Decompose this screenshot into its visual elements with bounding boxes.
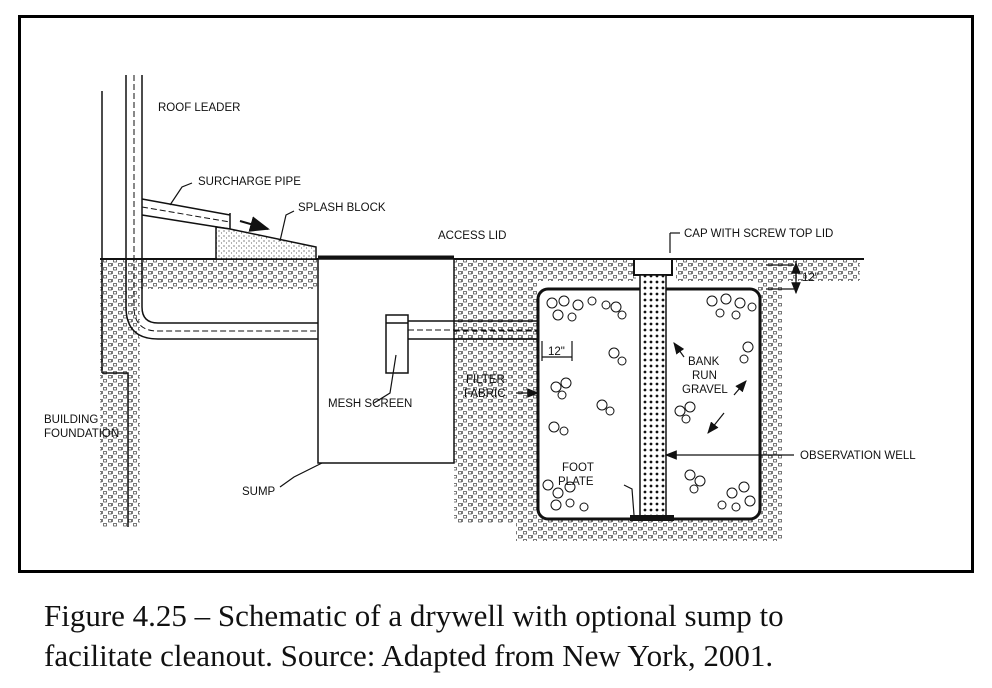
splash-arrow	[239, 216, 270, 232]
building-wall	[101, 91, 129, 527]
label-run: RUN	[692, 370, 717, 382]
gravel-stones	[542, 293, 757, 512]
label-mesh-screen: MESH SCREEN	[328, 398, 412, 410]
caption-line-1: Figure 4.25 – Schematic of a drywell wit…	[44, 598, 784, 633]
label-roof-leader: ROOF LEADER	[158, 102, 240, 114]
label-building: BUILDING	[44, 414, 98, 426]
label-dim-12-top: 12"	[802, 272, 819, 284]
label-foot: FOOT	[562, 462, 594, 474]
mesh-screen-elbow	[385, 314, 409, 374]
label-fabric: FABRIC	[464, 388, 506, 400]
label-gravel: GRAVEL	[682, 384, 728, 396]
label-surcharge-pipe: SURCHARGE PIPE	[198, 176, 301, 188]
label-plate: PLATE	[558, 476, 594, 488]
label-access-lid: ACCESS LID	[438, 230, 506, 242]
diagram-frame: ROOF LEADER SURCHARGE PIPE SPLASH BLOCK …	[18, 15, 974, 573]
label-observation-well: OBSERVATION WELL	[800, 450, 916, 462]
caption-line-2: facilitate cleanout. Source: Adapted fro…	[44, 638, 774, 673]
label-bank: BANK	[688, 356, 720, 368]
figure-caption: Figure 4.25 – Schematic of a drywell wit…	[44, 596, 964, 676]
label-filter: FILTER	[466, 374, 505, 386]
soil-hatching	[100, 259, 860, 541]
label-sump: SUMP	[242, 486, 276, 498]
splash-block	[215, 226, 317, 260]
label-dim-12-pipe: 12"	[548, 346, 565, 358]
pointer-lines	[169, 182, 801, 516]
label-foundation: FOUNDATION	[44, 428, 119, 440]
label-cap-screw-top-lid: CAP WITH SCREW TOP LID	[684, 228, 833, 240]
observation-well	[630, 258, 674, 521]
label-splash-block: SPLASH BLOCK	[298, 202, 386, 214]
